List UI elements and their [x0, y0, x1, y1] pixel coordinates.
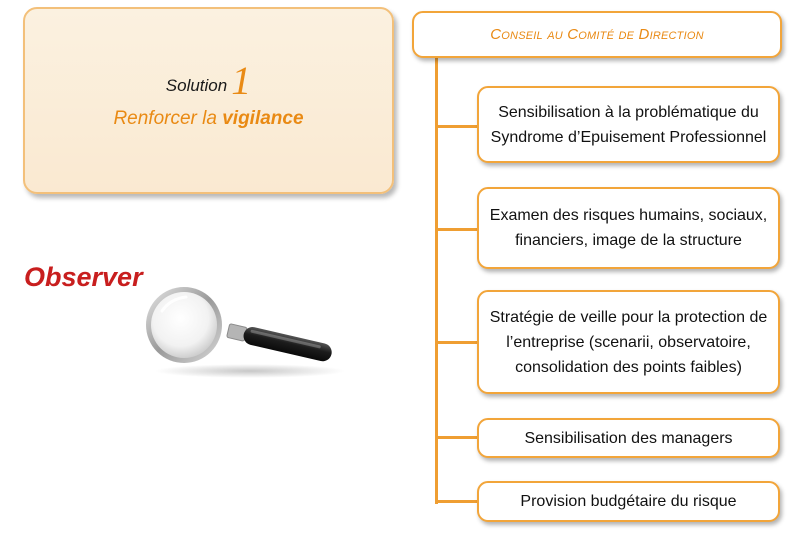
connector-branch-1: [435, 125, 478, 128]
observer-label: Observer: [24, 262, 143, 292]
solution-title-emphasis: vigilance: [222, 108, 304, 129]
node-item-1: Sensibilisation à la problématique du Sy…: [477, 86, 780, 163]
connector-branch-2: [435, 228, 478, 231]
magnifier-shadow: [155, 364, 345, 378]
solution-label: Solution: [165, 76, 228, 95]
connector-branch-5: [435, 500, 478, 503]
node-top-conseil: Conseil au Comité de Direction: [412, 11, 782, 58]
magnifying-glass-icon: [146, 287, 345, 378]
connector-branch-3: [435, 341, 478, 344]
node-item-2: Examen des risques humains, sociaux, fin…: [477, 187, 780, 269]
solution-title: Renforcer la vigilance: [25, 108, 392, 130]
solution-number: 1: [231, 58, 252, 103]
node-item-3: Stratégie de veille pour la protection d…: [477, 290, 780, 394]
node-item-5: Provision budgétaire du risque: [477, 481, 780, 522]
node-item-4: Sensibilisation des managers: [477, 418, 780, 458]
magnifier-lens: [151, 292, 217, 358]
solution-title-prefix: Renforcer la: [113, 108, 223, 129]
connector-trunk: [435, 58, 438, 504]
connector-branch-4: [435, 436, 478, 439]
magnifier-handle: [226, 323, 332, 362]
